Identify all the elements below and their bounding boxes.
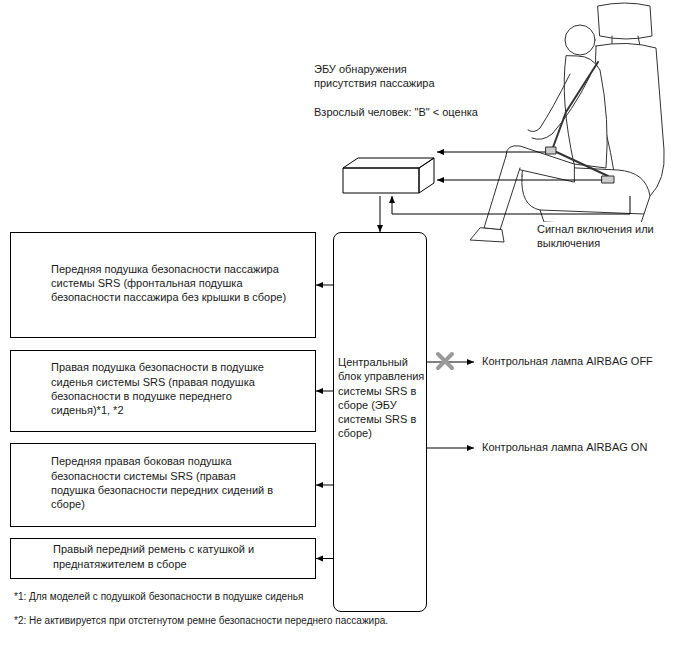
node-text: Правая подушка безопасности в подушке си… [51, 360, 271, 417]
node-text: Правый передний ремень с катушкой и пред… [53, 542, 293, 571]
node-text: Передняя правая боковая подушка безопасн… [51, 454, 281, 511]
component-box: Передняя правая боковая подушка безопасн… [10, 443, 316, 527]
connector-arrow [380, 196, 381, 232]
module-title: ЭБУ обнаружения присутствия пассажира [314, 62, 444, 91]
central-unit: Центральный блок управления системы SRS … [333, 232, 427, 612]
connector-arrow [316, 558, 333, 559]
node-text: Передняя подушка безопасности пассажира … [51, 262, 301, 305]
footnote: *1: Для моделей с подушкой безопасности … [14, 590, 303, 603]
connector-arrow [316, 485, 333, 486]
node-text: Центральный блок управления системы SRS … [338, 355, 426, 441]
ecu-box-shape [342, 157, 436, 195]
component-box: Правый передний ремень с катушкой и пред… [10, 538, 316, 579]
signal-label: Сигнал включения или выключения [537, 222, 677, 251]
footnote: *2: Не активируется при отстегнутом ремн… [14, 614, 388, 627]
ecu-module: ЭБУ обнаружения присутствия пассажираВзр… [314, 62, 514, 196]
connector-arrow [316, 391, 333, 392]
module-note: Взрослый человек: "B" < оценка [314, 105, 510, 119]
component-box: Передняя подушка безопасности пассажира … [10, 232, 316, 338]
lamp-label: Контрольная лампа AIRBAG OFF [482, 354, 653, 368]
component-box: Правая подушка безопасности в подушке си… [10, 350, 316, 432]
connector-arrow [316, 285, 333, 286]
lamp-label: Контрольная лампа AIRBAG ON [482, 440, 647, 454]
